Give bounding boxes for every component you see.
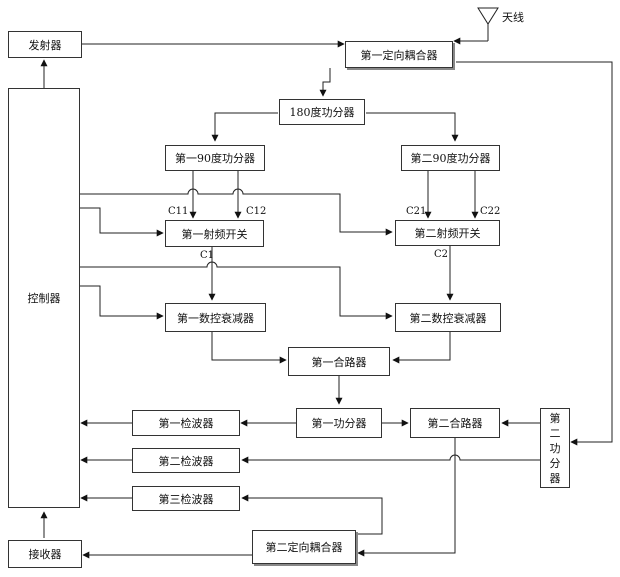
transmitter-block: 发射器 <box>8 31 82 58</box>
first-combiner-block: 第一合路器 <box>288 347 390 376</box>
c21-label: C21 <box>406 206 427 217</box>
c22-label: C22 <box>480 206 501 217</box>
second-power-splitter-block: 第 二 功 分 器 <box>540 408 570 488</box>
first-90-degree-splitter-block: 第一90度功分器 <box>165 145 265 171</box>
antenna-symbol <box>477 7 499 25</box>
c1-label: C1 <box>200 250 215 261</box>
first-digital-attenuator-block: 第一数控衰减器 <box>165 303 266 332</box>
first-rf-switch-block: 第一射频开关 <box>165 220 264 247</box>
second-power-splitter-char-3: 功 <box>549 441 561 455</box>
180-degree-splitter-block: 180度功分器 <box>279 99 365 125</box>
controller-block: 控制器 <box>8 88 80 508</box>
first-directional-coupler-block: 第一定向耦合器 <box>345 41 453 68</box>
second-combiner-block: 第二合路器 <box>410 408 500 438</box>
second-power-splitter-char-1: 第 <box>549 411 561 425</box>
c2-label: C2 <box>434 249 449 260</box>
second-digital-attenuator-block: 第二数控衰减器 <box>395 303 501 332</box>
first-detector-block: 第一检波器 <box>132 410 240 436</box>
c11-label: C11 <box>168 206 189 217</box>
receiver-block: 接收器 <box>8 540 82 568</box>
first-power-splitter-block: 第一功分器 <box>296 408 382 438</box>
second-power-splitter-char-2: 二 <box>549 426 561 440</box>
second-detector-block: 第二检波器 <box>132 448 240 473</box>
second-rf-switch-block: 第二射频开关 <box>395 220 500 246</box>
third-detector-block: 第三检波器 <box>132 486 240 511</box>
antenna-label: 天线 <box>502 11 524 24</box>
second-directional-coupler-block: 第二定向耦合器 <box>252 530 356 564</box>
second-90-degree-splitter-block: 第二90度功分器 <box>401 145 500 171</box>
c12-label: C12 <box>246 206 267 217</box>
second-power-splitter-char-5: 器 <box>549 471 561 485</box>
second-power-splitter-char-4: 分 <box>549 456 561 470</box>
